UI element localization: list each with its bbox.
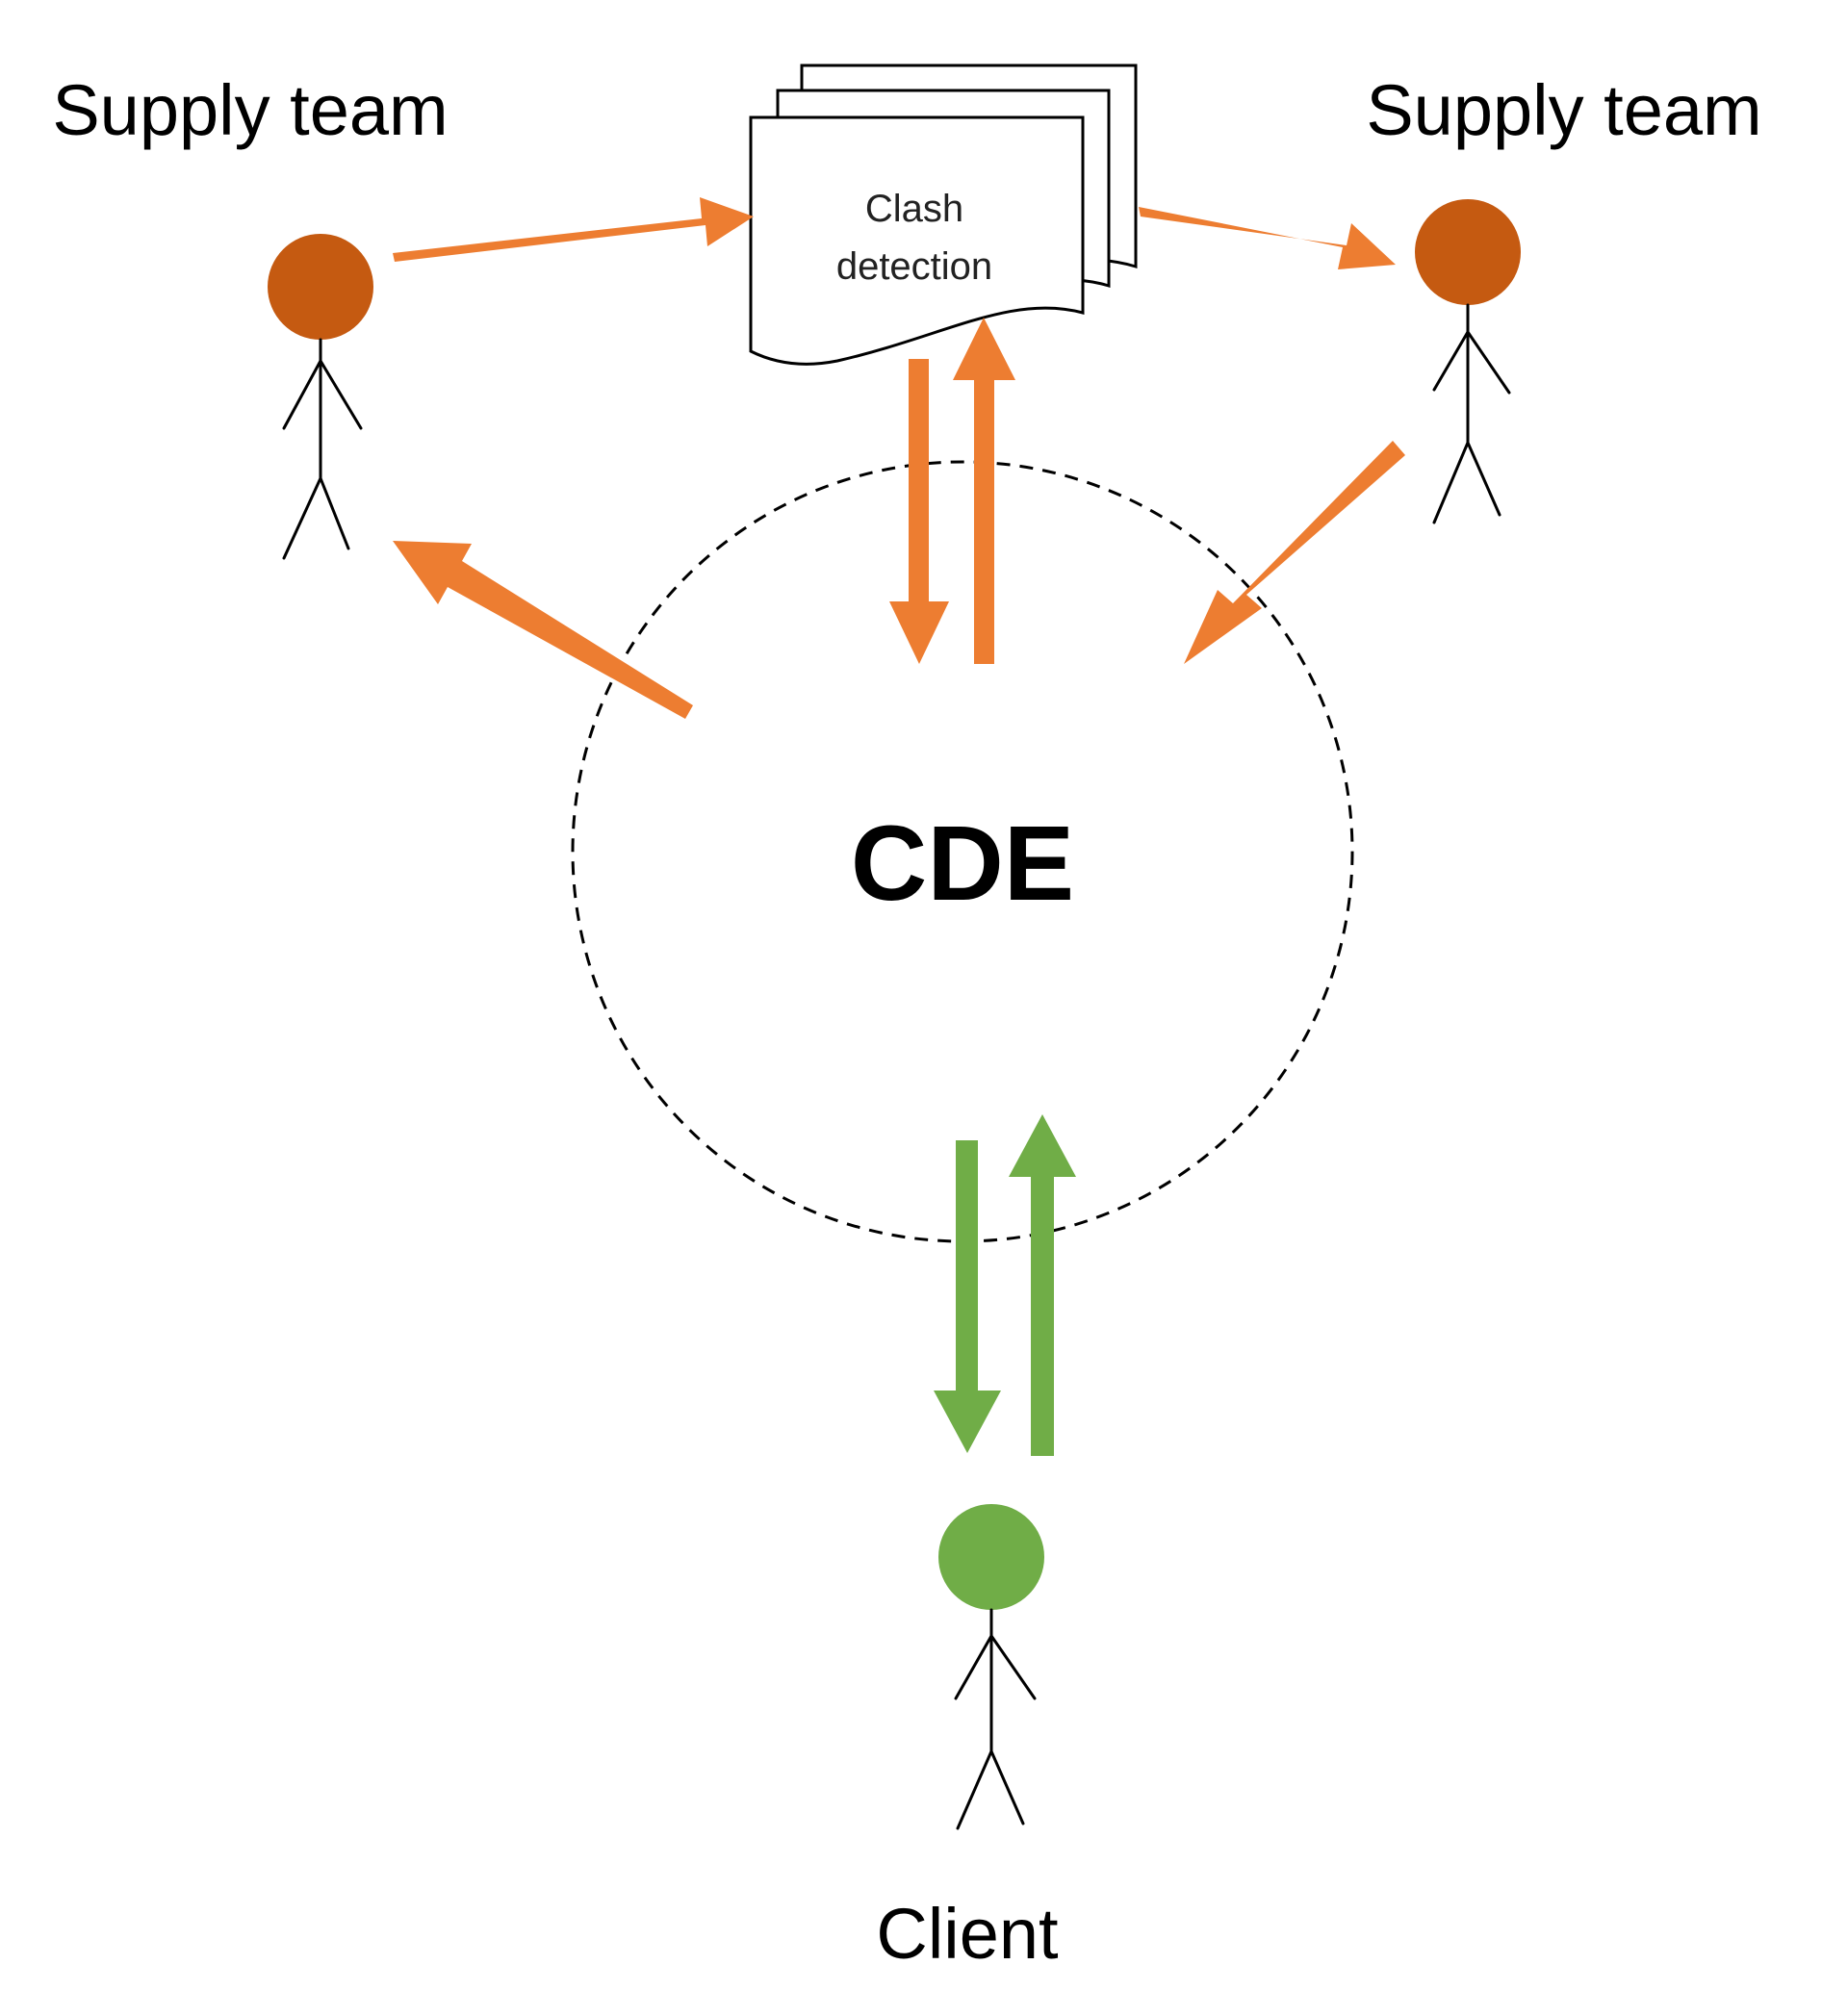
actor-head <box>938 1504 1044 1610</box>
supply-team-left-label: Supply team <box>52 70 448 150</box>
arrow-cde-to-document <box>953 318 1015 664</box>
actor-head <box>1415 199 1521 305</box>
arrow-cde-to-left-team <box>393 541 693 719</box>
arrow-left-team-to-document <box>393 197 754 262</box>
client-label: Client <box>876 1894 1059 1974</box>
arrow-document-to-right-team <box>1139 207 1396 269</box>
arrow-client-to-cde <box>1009 1114 1076 1456</box>
arrow-document-to-cde <box>889 359 949 664</box>
arrow-right-team-to-cde <box>1184 441 1405 664</box>
actor-head <box>268 234 373 340</box>
supply-team-right-label: Supply team <box>1366 70 1761 150</box>
cde-label: CDE <box>851 804 1074 923</box>
document-title-line-1: Clash <box>865 188 963 230</box>
supply-team-right-actor <box>1415 199 1521 524</box>
clash-detection-document: Clash detection <box>749 64 1138 366</box>
document-title-line-2: detection <box>836 245 992 288</box>
orange-arrows <box>393 197 1405 719</box>
supply-team-left-actor <box>268 234 373 560</box>
arrow-cde-to-client <box>934 1140 1001 1453</box>
document-sheet-front <box>749 115 1085 366</box>
client-actor <box>938 1504 1044 1830</box>
green-arrows <box>934 1114 1076 1456</box>
